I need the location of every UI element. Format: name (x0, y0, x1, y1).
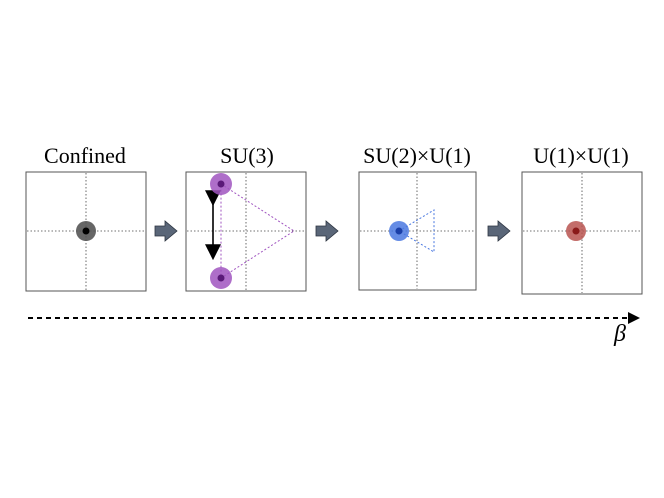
u1u1-eigenvalue-point (572, 227, 580, 235)
su2u1-eigenvalue-point (395, 227, 403, 235)
su3-eigenvalue-bottom (217, 274, 225, 282)
panel-su2u1 (358, 171, 477, 291)
transition-arrow-1 (154, 220, 178, 242)
panel-title-su3: SU(3) (220, 143, 274, 168)
panel-confined (25, 171, 147, 292)
beta-axis-arrowhead (628, 312, 640, 324)
panel-frame (185, 171, 307, 292)
su3-triangle (220, 183, 295, 279)
panel-title-su2u1: SU(2)×U(1) (363, 143, 471, 168)
panel-title-u1u1: U(1)×U(1) (533, 143, 629, 168)
transition-arrow-3 (487, 220, 511, 242)
su2u1-triangle (398, 209, 435, 253)
su3-eigenvalue-top (217, 180, 225, 188)
confined-eigenvalue-point (82, 227, 90, 235)
panel-u1u1 (521, 171, 643, 295)
panel-title-confined: Confined (44, 143, 126, 168)
transition-arrow-2 (315, 220, 339, 242)
panel-su3 (185, 171, 307, 292)
beta-axis-label: β (614, 321, 626, 347)
